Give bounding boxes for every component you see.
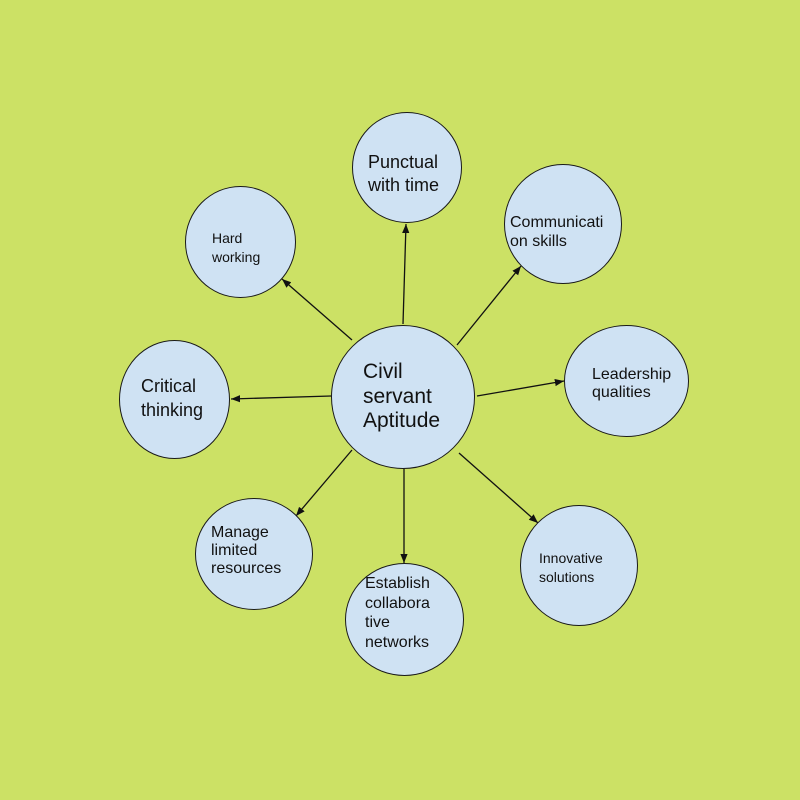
node-label-innovative: Innovative solutions <box>539 550 603 585</box>
node-leadership-qualities: Leadership qualities <box>564 325 689 437</box>
node-establish-collaborative-networks: Establish collabora tive networks <box>345 563 464 676</box>
node-communication-skills: Communicati on skills <box>504 164 622 284</box>
arrow-to-hard-working <box>281 278 353 341</box>
center-node-civil-servant-aptitude: Civil servant Aptitude <box>331 325 475 469</box>
center-node-label: Civil servant Aptitude <box>363 360 441 433</box>
node-critical-thinking: Critical thinking <box>119 340 230 459</box>
node-label-leadership: Leadership qualities <box>592 366 672 402</box>
arrow-to-communication <box>456 265 522 346</box>
node-punctual-with-time: Punctual with time <box>352 112 462 223</box>
node-label-manage-resources: Manage limited resources <box>211 524 282 577</box>
arrow-to-innovative <box>458 452 539 524</box>
node-innovative-solutions: Innovative solutions <box>520 505 638 626</box>
node-label-critical-thinking: Critical thinking <box>141 376 204 421</box>
node-hard-working: Hard working <box>185 186 296 298</box>
arrow-to-manage-resources <box>295 449 353 517</box>
arrow-to-punctual <box>402 223 410 325</box>
node-label-communication: Communicati on skills <box>510 214 604 251</box>
arrow-to-critical-thinking <box>230 395 332 403</box>
node-label-punctual: Punctual with time <box>368 152 440 196</box>
node-manage-limited-resources: Manage limited resources <box>195 498 313 610</box>
arrow-to-leadership <box>476 378 565 397</box>
node-label-collaborative: Establish collabora tive networks <box>365 575 430 651</box>
node-label-hard-working: Hard working <box>212 230 261 265</box>
